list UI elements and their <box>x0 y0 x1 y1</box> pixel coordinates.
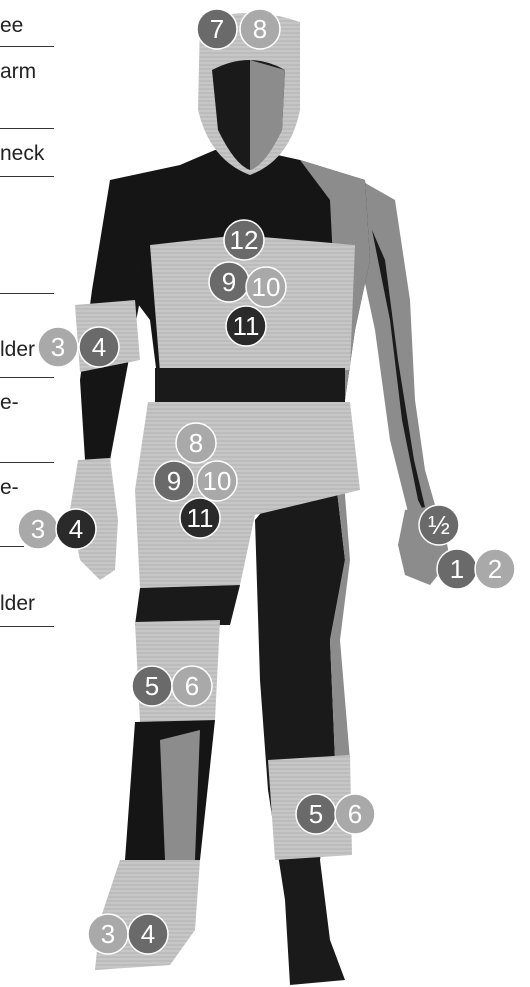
marker-lefthand-half: ½ <box>419 505 459 545</box>
marker-chest-9: 9 <box>209 262 249 302</box>
marker-foot-3: 3 <box>88 914 128 954</box>
figure-left-arm <box>360 180 445 560</box>
marker-lefthand-1: 1 <box>437 549 477 589</box>
belt <box>155 368 345 404</box>
marker-hand-4: 4 <box>56 509 96 549</box>
marker-foot-4: 4 <box>128 914 168 954</box>
figure-left-leg <box>255 430 345 985</box>
marker-lefthand-2: 2 <box>475 549 515 589</box>
marker-number: 3 <box>31 514 45 544</box>
marker-hip-11: 11 <box>180 498 220 538</box>
marker-number: 3 <box>101 919 115 949</box>
marker-chest-11: 11 <box>226 306 266 346</box>
marker-hip-9: 9 <box>154 461 194 501</box>
marker-number: 6 <box>185 671 199 701</box>
marker-number: 9 <box>167 466 181 496</box>
marker-arm-4: 4 <box>79 327 119 367</box>
marker-knee-5: 5 <box>132 666 172 706</box>
marker-number: 9 <box>222 267 236 297</box>
marker-arm-3: 3 <box>38 327 78 367</box>
marker-number: 12 <box>230 225 259 255</box>
marker-number: 4 <box>141 919 155 949</box>
marker-hip-8: 8 <box>176 423 216 463</box>
figure-right-leg-upper <box>135 585 240 625</box>
marker-knee-6: 6 <box>172 666 212 706</box>
marker-number: 2 <box>488 554 502 584</box>
marker-number: 5 <box>309 799 323 829</box>
marker-number: 3 <box>51 332 65 362</box>
figure-right-leg-grey <box>160 730 200 860</box>
marker-hip-10: 10 <box>197 461 237 501</box>
marker-number: ½ <box>428 510 450 540</box>
marker-number: 11 <box>187 503 214 533</box>
marker-hand-3: 3 <box>18 509 58 549</box>
marker-shin-6: 6 <box>335 794 375 834</box>
marker-number: 4 <box>69 514 83 544</box>
marker-number: 5 <box>145 671 159 701</box>
marker-number: 1 <box>450 554 464 584</box>
marker-number: 10 <box>252 272 281 302</box>
marker-number: 7 <box>210 14 224 44</box>
marker-shin-5: 5 <box>296 794 336 834</box>
marker-number: 8 <box>253 14 267 44</box>
marker-number: 10 <box>203 466 232 496</box>
marker-number: 6 <box>348 799 362 829</box>
marker-number: 8 <box>189 428 203 458</box>
marker-number: 4 <box>92 332 106 362</box>
marker-head-7: 7 <box>197 9 237 49</box>
marker-head-8: 8 <box>240 9 280 49</box>
marker-chest-10: 10 <box>246 267 286 307</box>
marker-chest-12: 12 <box>224 220 264 260</box>
marker-number: 11 <box>233 311 260 341</box>
